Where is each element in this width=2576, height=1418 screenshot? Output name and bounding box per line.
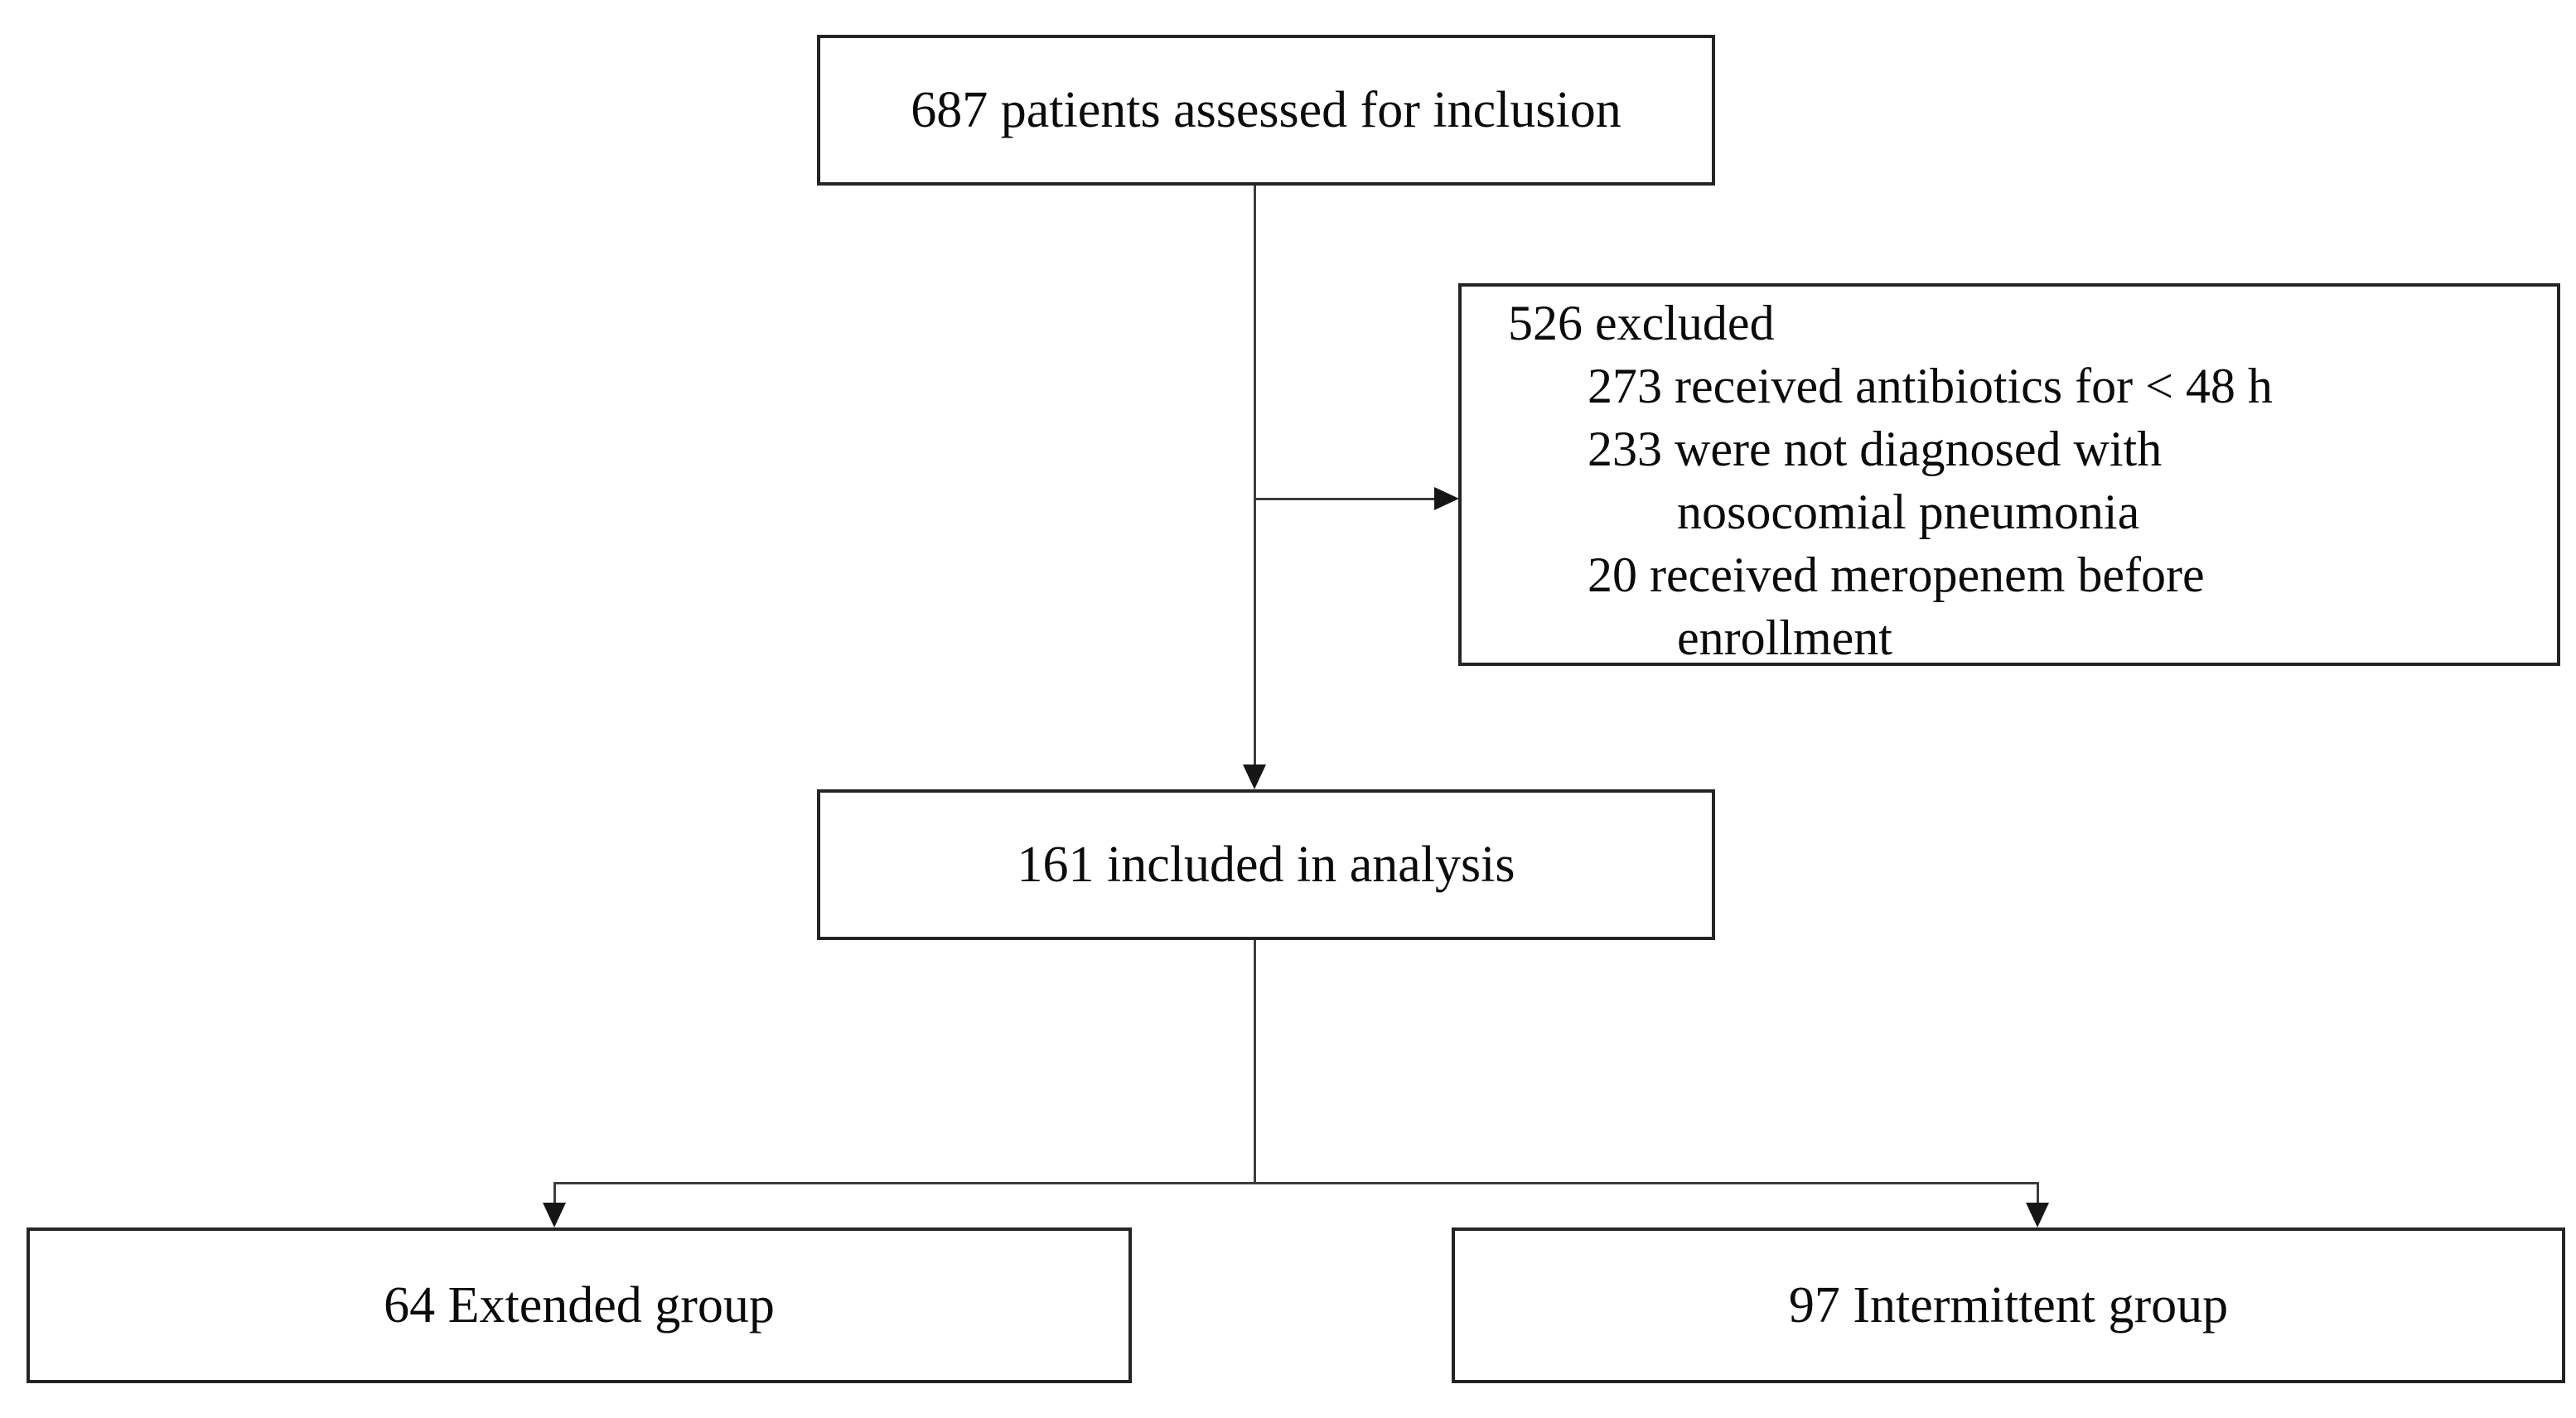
arrowhead-down-icon: [543, 1203, 566, 1227]
arrowhead-right-icon: [1434, 487, 1459, 510]
excluded-box: 526 excluded 273 received antibiotics fo…: [1458, 283, 2560, 666]
intermittent-group-box: 97 Intermittent group: [1452, 1227, 2565, 1383]
assessed-box: 687 patients assessed for inclusion: [817, 35, 1715, 186]
intermittent-group-label: 97 Intermittent group: [1788, 1276, 2229, 1334]
excluded-line: enrollment: [1677, 610, 1892, 665]
connector-split-to-intermittent: [2037, 1182, 2039, 1204]
excluded-line: 233 were not diagnosed with: [1588, 422, 2163, 476]
arrowhead-down-icon: [2026, 1203, 2049, 1227]
connector-assessed-to-included: [1254, 184, 1256, 766]
extended-group-label: 64 Extended group: [384, 1276, 775, 1334]
excluded-line: 526 excluded: [1508, 296, 1775, 350]
included-label: 161 included in analysis: [1017, 836, 1515, 893]
excluded-line: 273 received antibiotics for < 48 h: [1588, 359, 2273, 413]
excluded-line: 20 received meropenem before: [1588, 547, 2205, 602]
included-box: 161 included in analysis: [817, 789, 1715, 940]
excluded-line: nosocomial pneumonia: [1677, 485, 2140, 539]
arrowhead-down-icon: [1243, 764, 1266, 789]
connector-split-to-extended: [553, 1182, 556, 1204]
connector-branch-to-excluded: [1254, 498, 1436, 500]
extended-group-box: 64 Extended group: [27, 1227, 1132, 1383]
connector-included-to-split: [1254, 938, 1256, 1184]
connector-split-horizontal: [553, 1182, 2038, 1184]
assessed-label: 687 patients assessed for inclusion: [911, 81, 1621, 138]
